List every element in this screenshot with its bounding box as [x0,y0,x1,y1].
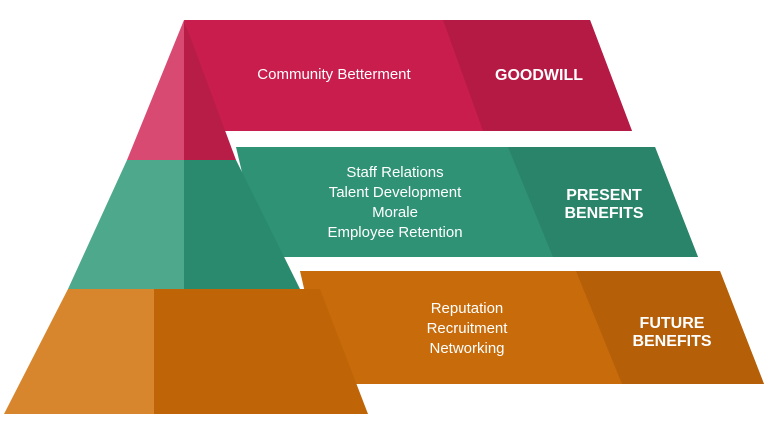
present-item-talent-development: Talent Development [329,184,462,201]
present-band-label-panel [508,147,698,257]
goodwill-pyramid-left-face [127,20,184,160]
future-pyramid-right-face [154,289,368,414]
tier-goodwill: Community Betterment GOODWILL [127,20,632,160]
present-item-staff-relations: Staff Relations [346,164,443,181]
goodwill-pyramid-right-face [184,20,236,160]
goodwill-band-label-panel [443,20,632,131]
tier-future-benefits: Reputation Recruitment Networking FUTURE… [4,271,764,414]
present-label-line-1: PRESENT [566,187,642,204]
future-label-line-2: BENEFITS [632,333,711,350]
present-label-line-2: BENEFITS [564,205,643,222]
present-pyramid-right-face [184,160,300,289]
future-band-label-panel [576,271,764,384]
tier-present-benefits: Staff Relations Talent Development Moral… [68,147,698,289]
future-item-recruitment: Recruitment [427,320,509,337]
future-label-line-1: FUTURE [640,315,705,332]
present-item-employee-retention: Employee Retention [327,224,462,241]
future-pyramid-left-face [4,289,154,414]
goodwill-label: GOODWILL [495,67,583,84]
future-item-reputation: Reputation [431,300,504,317]
present-pyramid-left-face [68,160,184,289]
present-item-morale: Morale [372,204,418,221]
future-item-networking: Networking [429,340,504,357]
goodwill-item: Community Betterment [257,66,411,83]
